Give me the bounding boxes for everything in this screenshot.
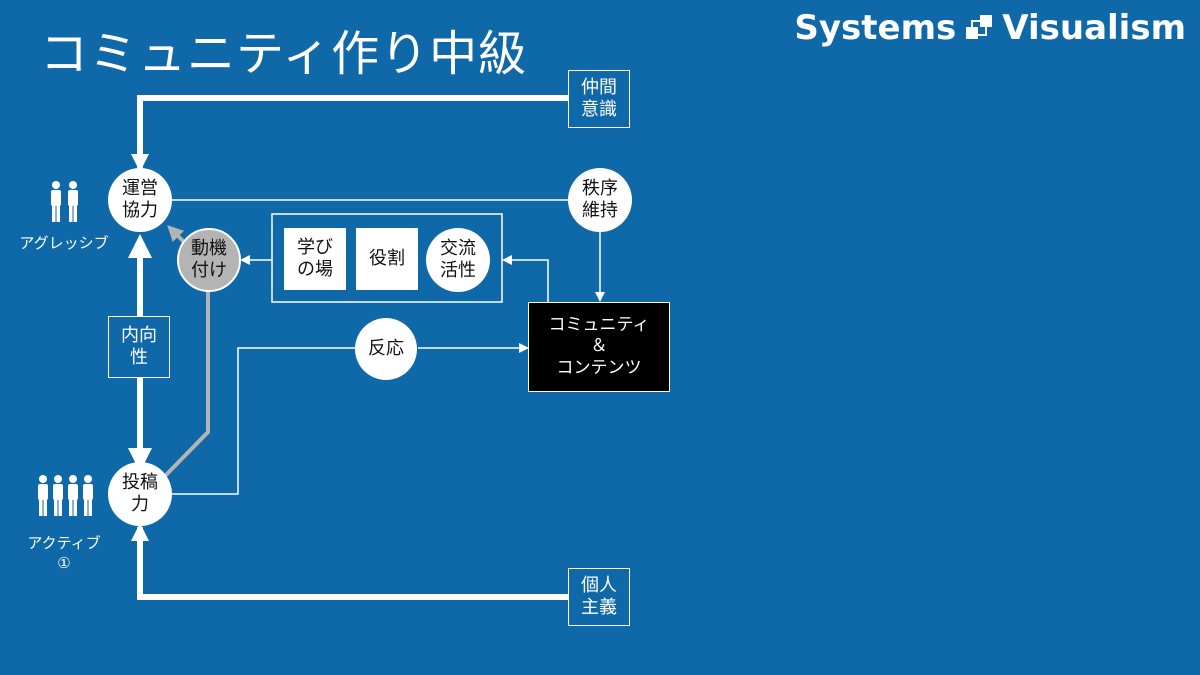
aggressive-people-icon [48, 180, 82, 226]
connector-kojin-to-toukou [131, 523, 568, 600]
brand-logo: Systems Visualism [794, 8, 1186, 48]
page-title: コミュニティ作り中級 [40, 26, 528, 82]
activity-frame [271, 213, 503, 303]
connector-community-to-frame [502, 255, 549, 302]
connector-toukou-to-douki [163, 290, 210, 478]
node-kouryu-kassei: 交流 活性 [426, 228, 490, 292]
active-people-icon [36, 474, 96, 520]
node-toukou-ryoku: 投稿 力 [108, 462, 172, 526]
aggressive-label: アグレッシブ [19, 234, 109, 252]
node-community-contents: コミュニティ ＆ コンテンツ [528, 302, 670, 392]
node-nakama-ishiki: 仲間 意識 [568, 70, 630, 128]
connector-nakama-to-unei [131, 95, 568, 172]
connector-toukou-to-hannou [172, 347, 355, 495]
node-naikousei: 内向 性 [108, 316, 170, 378]
node-yakuwari: 役割 [356, 228, 418, 290]
node-douki-zuke: 動機 付け [177, 228, 241, 292]
node-hannou: 反応 [355, 318, 417, 380]
active-label: アクティブ ① [27, 534, 101, 572]
node-manabi-no-ba: 学び の場 [284, 228, 346, 290]
node-chitsujo-iji: 秩序 維持 [568, 168, 632, 232]
brand-left-text: Systems [794, 8, 957, 48]
node-kojin-shugi: 個人 主義 [568, 568, 630, 626]
systems-visualism-logo-icon [966, 15, 993, 39]
brand-right-text: Visualism [1002, 8, 1186, 48]
node-unei-kyouryoku: 運営 協力 [108, 168, 172, 232]
